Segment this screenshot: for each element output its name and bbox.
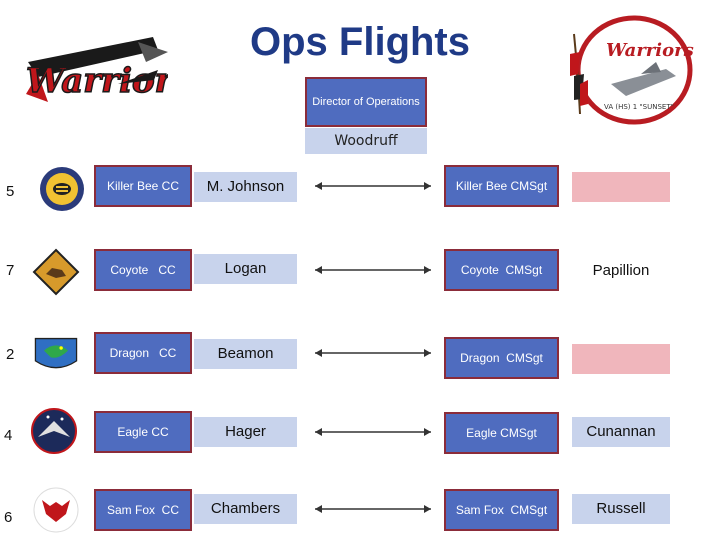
row-number: 5 [6,183,15,200]
double-arrow-icon [315,349,431,357]
eagle-patch-icon [31,408,77,454]
double-arrow-icon [315,266,431,274]
squadron-emblem-right: Warriors VA (HS) 1 "SUNSET" [570,15,694,125]
dragon-cmsgt-box[interactable]: Dragon CMSgt [444,337,559,379]
cc-label: Eagle CC [117,425,169,439]
double-arrow-icon [315,505,431,513]
emblem-caption: VA (HS) 1 "SUNSET" [604,103,674,111]
director-name: Woodruff [305,128,427,154]
killer-bee-cc-box[interactable]: Killer Bee CC [94,165,192,207]
warriors-wordmark-left: Warriors [26,61,168,101]
killer-bee-cmsgt-name [572,172,670,202]
sam-fox-cmsgt-name: Russell [572,494,670,524]
sam-fox-cc-name: Chambers [194,494,297,524]
double-arrow-icon [315,182,431,190]
eagle-cmsgt-name: Cunannan [572,417,670,447]
dragon-patch-icon [34,337,78,369]
dragon-cc-box[interactable]: Dragon CC [94,332,192,374]
warriors-logo-left: Warriors [25,37,168,102]
warriors-wordmark-right: Warriors [606,40,694,61]
dragon-cc-name: Beamon [194,339,297,369]
row-number: 2 [6,346,15,363]
row-number: 7 [6,262,15,279]
row-number: 6 [4,509,13,526]
cmsgt-label: Dragon CMSgt [460,351,543,365]
cc-label: Dragon CC [109,346,177,360]
eagle-cc-name: Hager [194,417,297,447]
sam-fox-patch-icon [33,487,79,533]
director-label: Director of Operations [312,96,420,108]
cmsgt-label: Killer Bee CMSgt [455,179,548,193]
double-arrow-icon [315,428,431,436]
page-title: Ops Flights [250,20,470,64]
cc-label: Killer Bee CC [106,179,180,193]
coyote-cmsgt-name: Papillion [572,256,670,286]
eagle-cmsgt-box[interactable]: Eagle CMSgt [444,412,559,454]
killer-bee-cmsgt-box[interactable]: Killer Bee CMSgt [444,165,559,207]
eagle-cc-box[interactable]: Eagle CC [94,411,192,453]
cc-label: Sam Fox CC [106,503,179,517]
cmsgt-label: Coyote CMSgt [460,263,543,277]
row-number: 4 [4,427,13,444]
coyote-cmsgt-box[interactable]: Coyote CMSgt [444,249,559,291]
cmsgt-label: Sam Fox CMSgt [455,503,548,517]
killer-bee-cc-name: M. Johnson [194,172,297,202]
dragon-cmsgt-name [572,344,670,374]
killer-bee-patch-icon [40,167,84,211]
director-of-operations-box[interactable]: Director of Operations [305,77,427,127]
sam-fox-cmsgt-box[interactable]: Sam Fox CMSgt [444,489,559,531]
coyote-cc-name: Logan [194,254,297,284]
coyote-cc-box[interactable]: Coyote CC [94,249,192,291]
cmsgt-label: Eagle CMSgt [466,426,537,440]
coyote-patch-icon [32,248,80,296]
sam-fox-cc-box[interactable]: Sam Fox CC [94,489,192,531]
cc-label: Coyote CC [110,263,176,277]
